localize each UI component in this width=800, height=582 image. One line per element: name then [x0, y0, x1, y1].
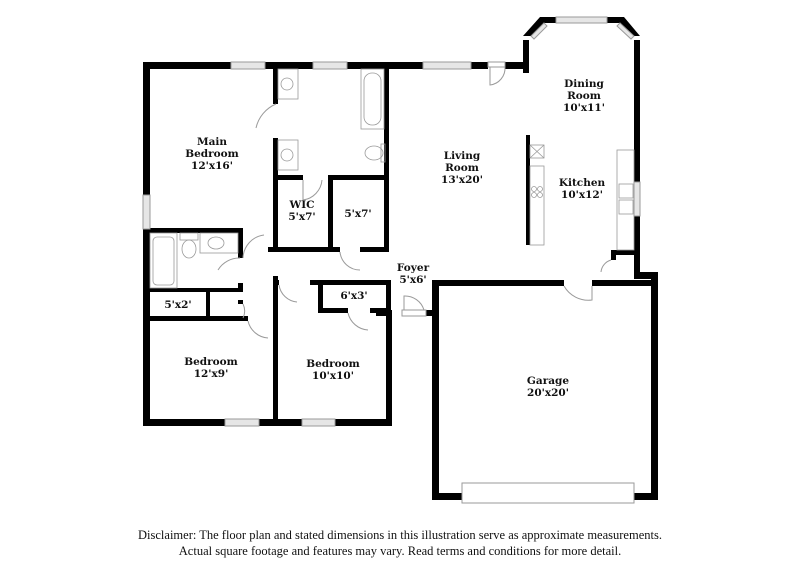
walls: [143, 17, 658, 500]
room-name: Kitchen: [558, 177, 606, 189]
room-name: WIC: [289, 199, 315, 211]
room-name: Garage: [526, 375, 570, 387]
room-name: Bedroom: [184, 356, 238, 368]
room-size: 6'x3': [340, 290, 368, 302]
room-size: 5'x7': [344, 208, 372, 220]
room-size: 10'x10': [312, 370, 354, 382]
room-label-bedroom-1: Bedroom 12'x9': [184, 356, 238, 380]
room-size: 5'x7': [288, 211, 316, 223]
garage-door: [461, 482, 635, 504]
fixtures: [149, 68, 635, 289]
room-label-closet-6x3: 6'x3': [340, 290, 367, 302]
room-size: 10'x11': [563, 102, 605, 114]
room-size: 12'x9': [193, 368, 229, 380]
room-name: Dining: [564, 78, 604, 90]
room-name: Room: [567, 90, 601, 102]
room-name: Living: [443, 150, 481, 162]
room-label-bedroom-2: Bedroom 10'x10': [306, 358, 360, 382]
room-size: 5'x2': [164, 299, 192, 311]
windows: [142, 16, 641, 427]
room-label-main-bedroom: Main Bedroom 12'x16': [185, 136, 239, 172]
room-label-closet-5x2: 5'x2': [164, 299, 191, 311]
room-size: 5'x6': [399, 274, 427, 286]
room-label-foyer: Foyer 5'x6': [397, 262, 429, 286]
room-size: 13'x20': [441, 174, 483, 186]
room-label-closet-5x7: 5'x7': [344, 208, 371, 220]
disclaimer-line-2: Actual square footage and features may v…: [178, 544, 622, 558]
room-size: 12'x16': [191, 160, 233, 172]
disclaimer-line-1: Disclaimer: The floor plan and stated di…: [138, 528, 662, 542]
room-name: Room: [445, 162, 479, 174]
room-name: Bedroom: [185, 148, 239, 160]
room-size: 10'x12': [561, 189, 603, 201]
room-label-kitchen: Kitchen 10'x12': [559, 177, 605, 201]
room-name: Bedroom: [306, 358, 360, 370]
room-label-garage: Garage 20'x20': [527, 375, 569, 399]
room-label-wic: WIC 5'x7': [288, 199, 315, 223]
disclaimer: Disclaimer: The floor plan and stated di…: [0, 527, 800, 559]
room-size: 20'x20': [527, 387, 569, 399]
room-label-dining-room: Dining Room 10'x11': [563, 78, 605, 114]
room-name: Foyer: [396, 262, 430, 274]
room-name: Main: [196, 136, 228, 148]
room-label-living-room: Living Room 13'x20': [441, 150, 483, 186]
doors: [217, 61, 612, 339]
